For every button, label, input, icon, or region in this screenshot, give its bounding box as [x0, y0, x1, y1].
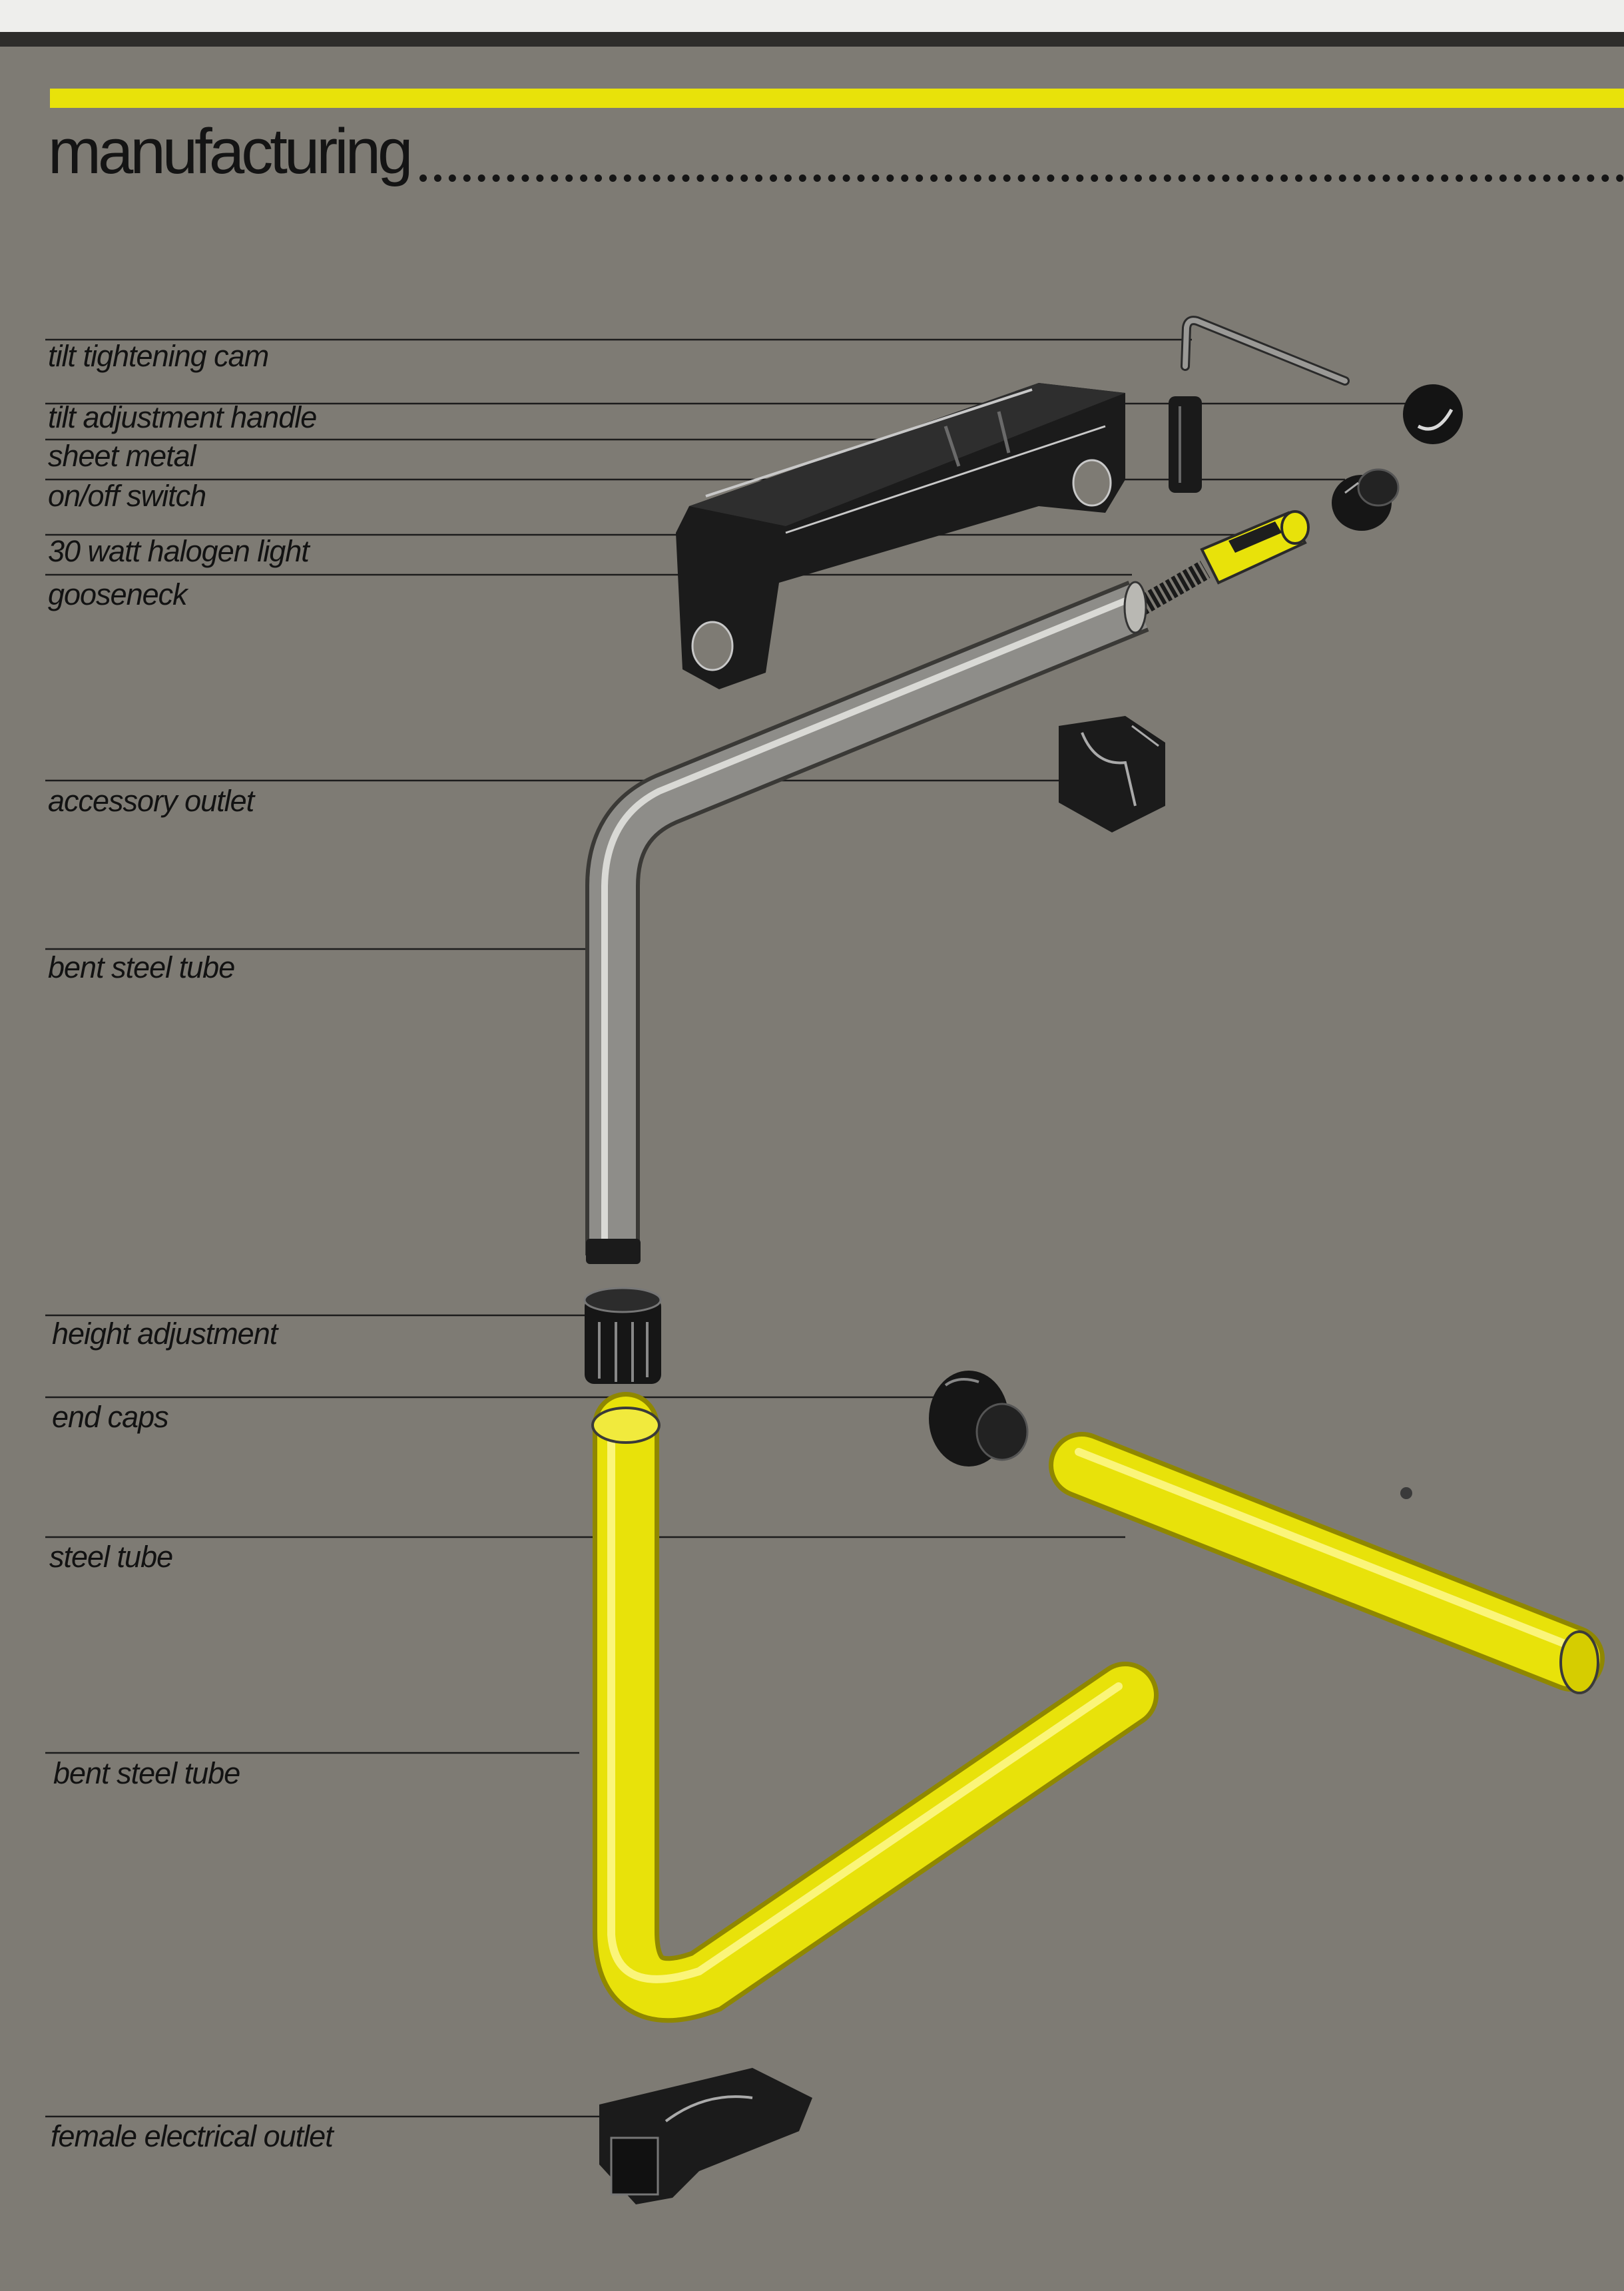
title-dotted-rule [419, 174, 1624, 182]
label-halogen-light: 30 watt halogen light [48, 534, 310, 568]
label-on-off-switch: on/off switch [48, 479, 206, 513]
label-steel-tube: steel tube [49, 1540, 173, 1574]
female-electrical-outlet-part [599, 2068, 812, 2204]
end-cap-part [929, 1371, 1029, 1467]
label-tilt-adjustment-handle: tilt adjustment handle [48, 400, 317, 434]
steel-tube-part [1049, 1432, 1605, 1694]
page-title: manufacturing [48, 116, 413, 187]
label-sheet-metal: sheet metal [48, 439, 196, 473]
label-bent-steel-tube-upper: bent steel tube [48, 950, 235, 984]
upper-bent-steel-tube [585, 581, 1149, 1264]
paper-edge [0, 0, 1624, 32]
accessory-outlet-part [1059, 716, 1165, 832]
label-female-electrical-outlet: female electrical outlet [51, 2119, 334, 2153]
label-end-caps: end caps [52, 1400, 169, 1434]
label-accessory-outlet: accessory outlet [48, 784, 254, 818]
label-tilt-tightening-cam: tilt tightening cam [48, 339, 269, 373]
lower-bent-steel-tube [591, 1392, 1159, 2023]
height-adjustment-collar [583, 1287, 662, 1384]
tilt-adjustment-handle-knob [1403, 384, 1463, 444]
top-band [0, 32, 1624, 47]
sheet-metal-bracket [676, 383, 1125, 689]
halogen-light-part [1200, 510, 1310, 585]
label-height-adjustment: height adjustment [52, 1317, 278, 1351]
label-gooseneck: gooseneck [48, 577, 188, 611]
on-off-switch-part [1332, 468, 1400, 531]
yellow-accent-bar [50, 89, 1624, 108]
gooseneck-part [1130, 560, 1211, 619]
tilt-tightening-cam-part [1169, 316, 1350, 493]
label-bent-steel-tube-lower: bent steel tube [53, 1756, 240, 1790]
